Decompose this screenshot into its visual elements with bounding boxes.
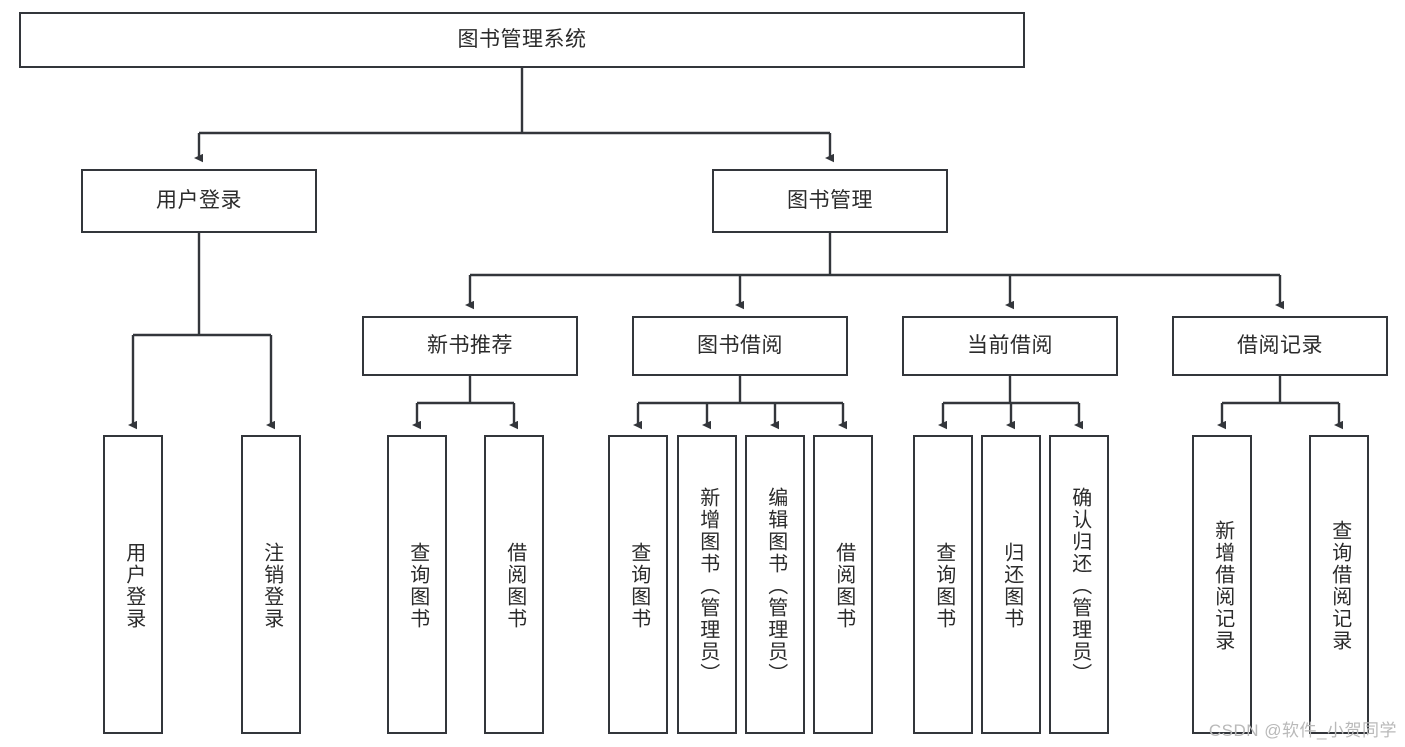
node-book-borrow[interactable]: 图书借阅 — [632, 316, 848, 376]
node-label: 查询借阅记录 — [1328, 519, 1351, 652]
leaf-current-borrow-return-book[interactable]: 归还图书 — [981, 435, 1041, 734]
node-user-login[interactable]: 用户登录 — [81, 169, 317, 233]
node-label: 新增图书（管理员） — [696, 486, 719, 685]
node-label: 确认归还（管理员） — [1068, 486, 1091, 685]
leaf-user-login-logout[interactable]: 注销登录 — [241, 435, 301, 734]
node-new-book-recommend[interactable]: 新书推荐 — [362, 316, 578, 376]
leaf-book-borrow-edit-book-admin[interactable]: 编辑图书（管理员） — [745, 435, 805, 734]
node-borrow-record[interactable]: 借阅记录 — [1172, 316, 1388, 376]
leaf-user-login-login[interactable]: 用户登录 — [103, 435, 163, 734]
node-root-book-management-system[interactable]: 图书管理系统 — [19, 12, 1025, 68]
node-label: 查询图书 — [627, 541, 650, 630]
node-label: 注销登录 — [260, 541, 283, 630]
node-label: 图书借阅 — [697, 334, 783, 358]
leaf-book-borrow-add-book-admin[interactable]: 新增图书（管理员） — [677, 435, 737, 734]
leaf-book-borrow-borrow-book[interactable]: 借阅图书 — [813, 435, 873, 734]
node-label: 查询图书 — [932, 541, 955, 630]
node-current-borrow[interactable]: 当前借阅 — [902, 316, 1118, 376]
node-label: 用户登录 — [122, 541, 145, 630]
node-label: 用户登录 — [156, 189, 242, 213]
leaf-current-borrow-confirm-return-admin[interactable]: 确认归还（管理员） — [1049, 435, 1109, 734]
leaf-book-borrow-query-book[interactable]: 查询图书 — [608, 435, 668, 734]
node-label: 查询图书 — [406, 541, 429, 630]
leaf-current-borrow-query-book[interactable]: 查询图书 — [913, 435, 973, 734]
node-label: 借阅图书 — [503, 541, 526, 630]
leaf-new-book-query-book[interactable]: 查询图书 — [387, 435, 447, 734]
leaf-new-book-borrow-book[interactable]: 借阅图书 — [484, 435, 544, 734]
node-label: 编辑图书（管理员） — [764, 486, 787, 685]
leaf-borrow-record-add-record[interactable]: 新增借阅记录 — [1192, 435, 1252, 734]
node-label: 图书管理系统 — [457, 28, 587, 52]
node-label: 归还图书 — [1000, 541, 1023, 630]
leaf-borrow-record-query-record[interactable]: 查询借阅记录 — [1309, 435, 1369, 734]
node-book-management[interactable]: 图书管理 — [712, 169, 948, 233]
node-label: 借阅记录 — [1237, 334, 1323, 358]
node-label: 新书推荐 — [427, 334, 513, 358]
watermark-text: CSDN @软件_小贺同学 — [1208, 721, 1397, 740]
node-label: 图书管理 — [787, 189, 873, 213]
node-label: 新增借阅记录 — [1211, 519, 1234, 652]
node-label: 当前借阅 — [967, 334, 1053, 358]
node-label: 借阅图书 — [832, 541, 855, 630]
